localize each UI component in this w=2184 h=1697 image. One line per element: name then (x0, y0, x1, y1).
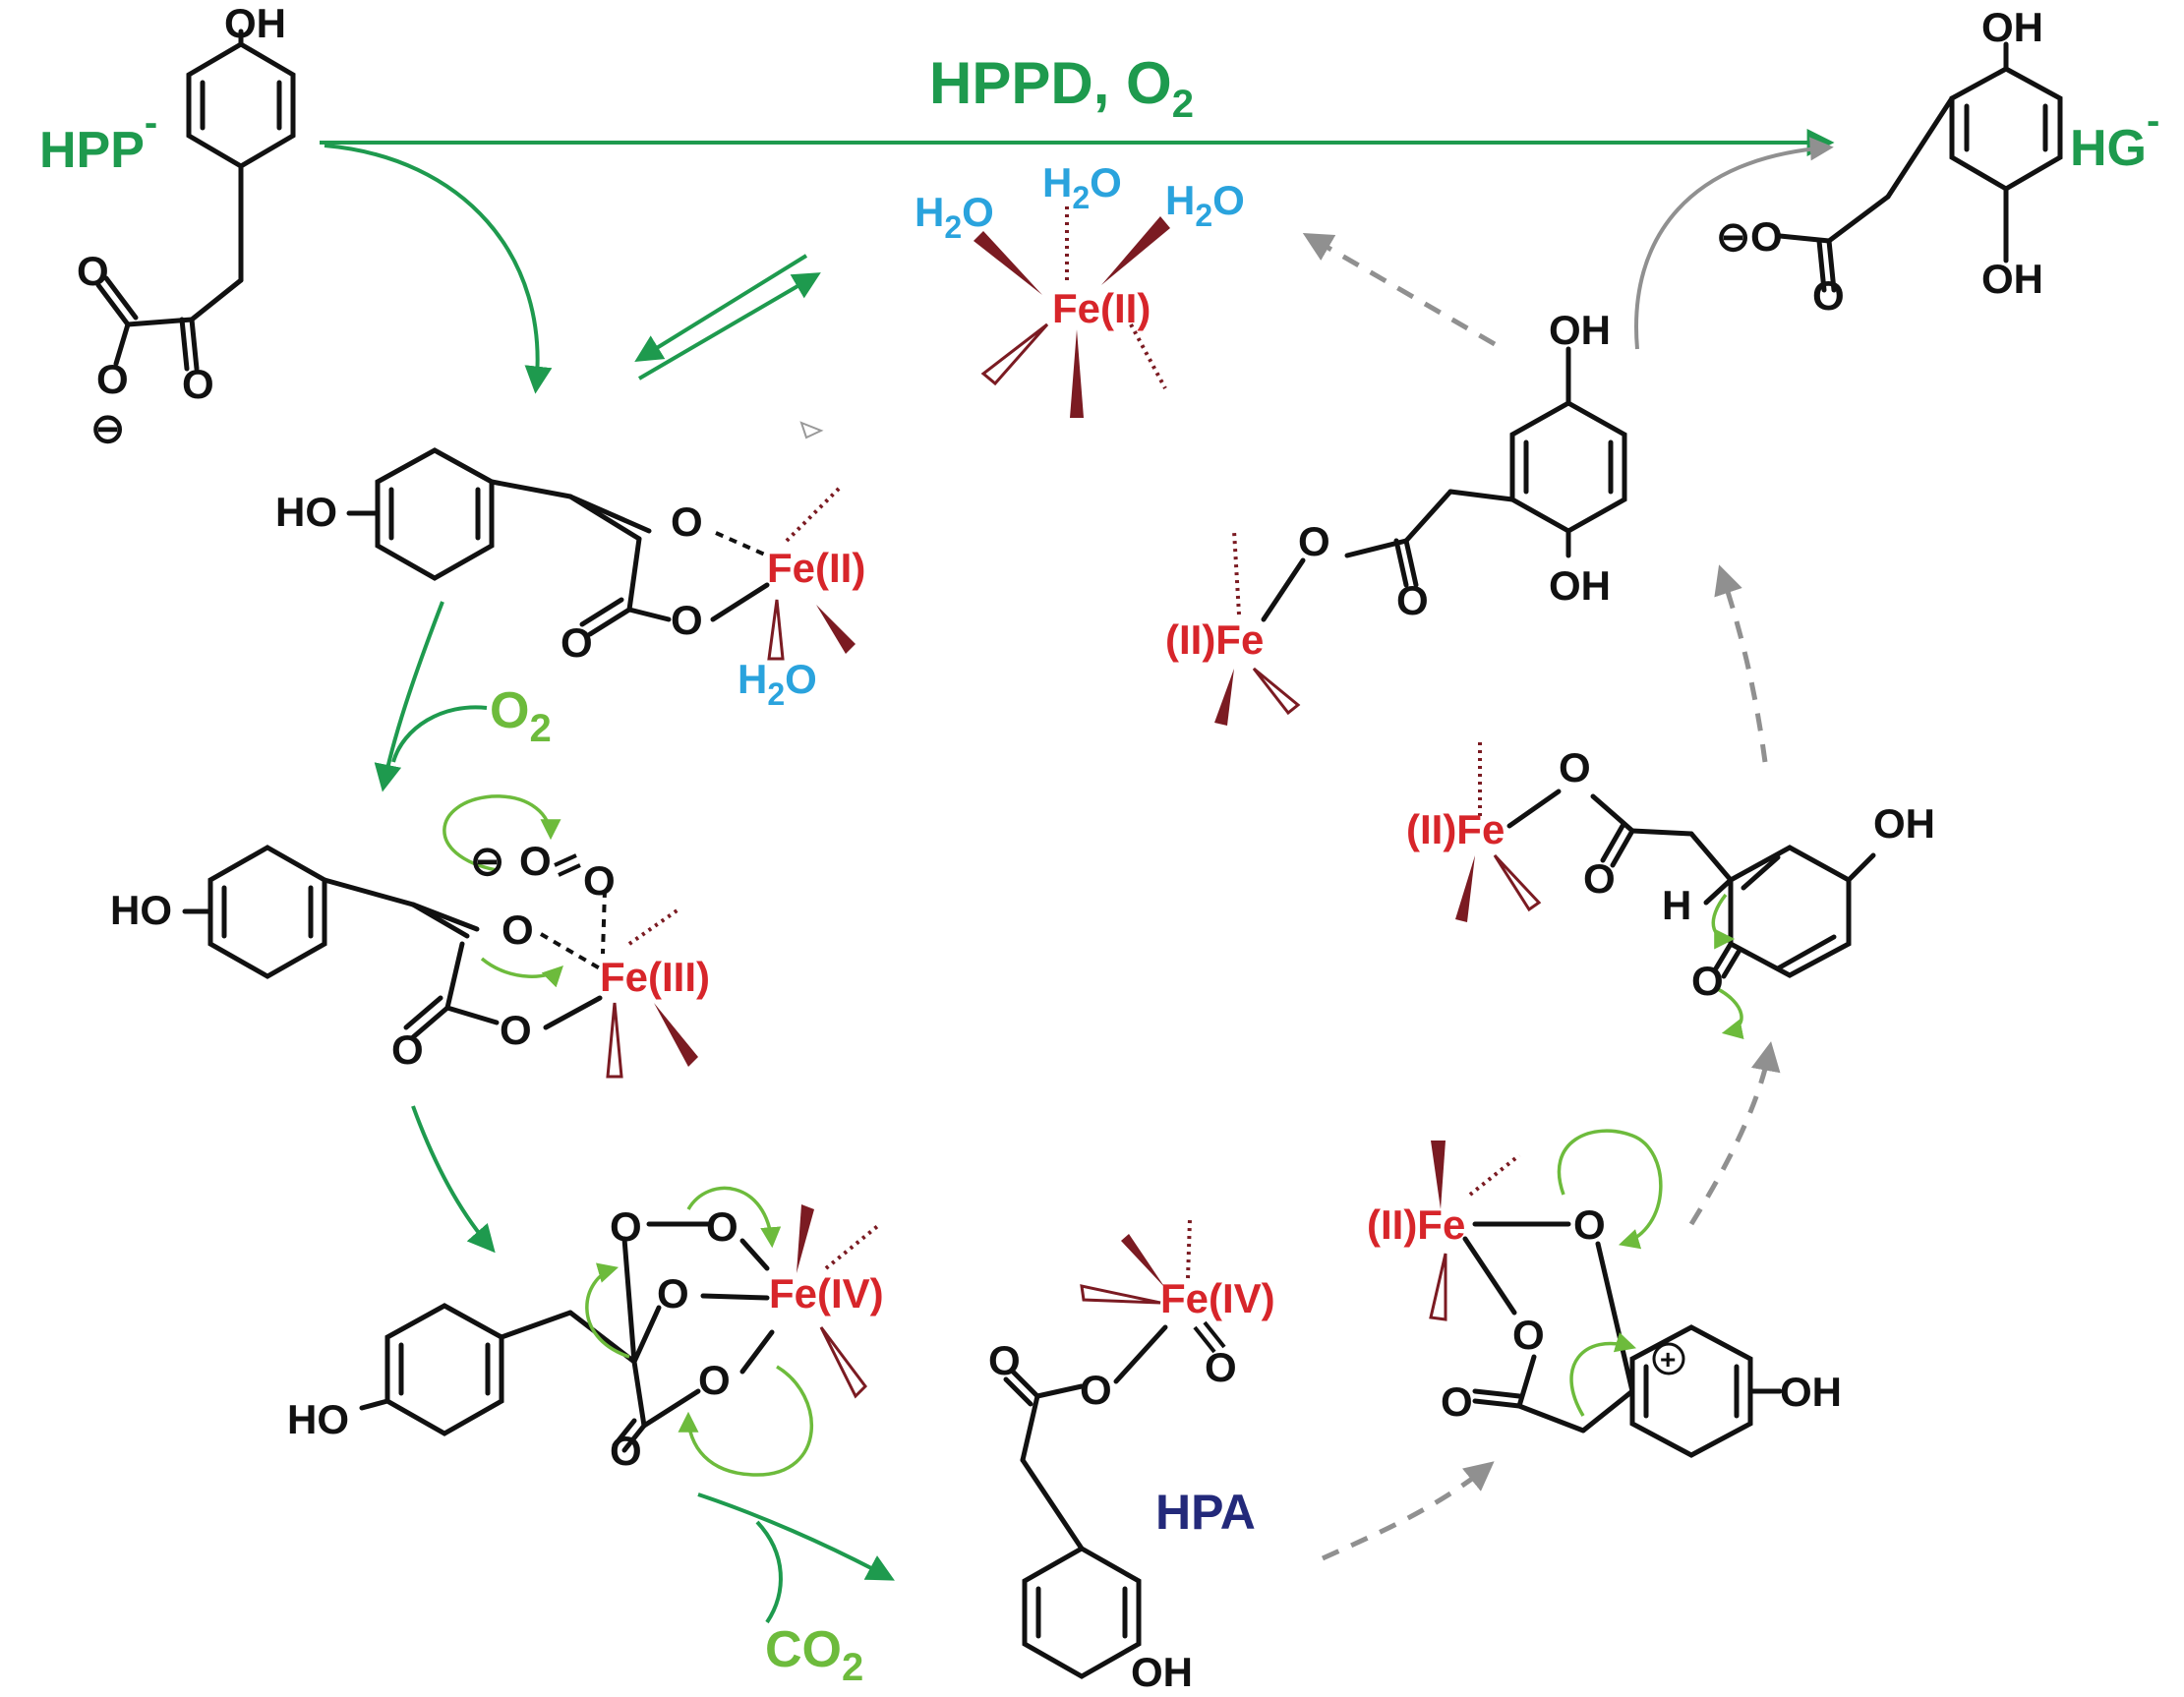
superoxo-electron-arrow (443, 794, 561, 872)
arenium-cation-circle (1652, 1342, 1685, 1375)
hpp-carboxylate-o: O (96, 356, 129, 402)
hg-product (1777, 41, 2063, 293)
dienone-carbonyl-o: O (1583, 855, 1616, 902)
water-ligand-1: H2O (915, 189, 994, 245)
peroxo-carboxyl-o: O (698, 1357, 731, 1403)
hpp-label: HPP- (39, 101, 157, 179)
fe3-carboxyl-o: O (500, 1007, 532, 1053)
dienone-electron-arrow-1 (1711, 893, 1736, 950)
arenium-carbonyl-o: O (1441, 1378, 1473, 1425)
peroxo-hydroxyl: HO (287, 1396, 349, 1442)
hg-carboxylate-charge: ⊖ (1716, 213, 1750, 260)
nih-shift-arrow (1688, 1041, 1781, 1226)
complex-water: H2O (738, 656, 817, 712)
peroxo-fe4-label: Fe(IV) (769, 1270, 884, 1317)
peroxo-formation-arrow (411, 1105, 496, 1254)
hpa-carbonyl-o: O (988, 1337, 1021, 1383)
hg-carboxylate-o: O (1750, 213, 1783, 260)
hg-carbonyl-o: O (1812, 272, 1845, 319)
dienone-fe-label: (II)Fe (1406, 806, 1505, 852)
hg-complex-fe-label: (II)Fe (1165, 616, 1264, 663)
complex-carbonyl-o: O (561, 619, 593, 666)
hg-hydroxyl-bottom: OH (1981, 256, 2043, 302)
complex-keto-o: O (671, 498, 703, 545)
hpa-fe4-label: Fe(IV) (1160, 1275, 1275, 1321)
hg-complex-hydroxyl-bottom: OH (1549, 562, 1611, 609)
o2-label: O2 (490, 682, 552, 750)
fe3-keto-o: O (502, 907, 534, 953)
decarboxylation-arrow (678, 1365, 814, 1477)
binding-arrow (324, 144, 553, 394)
fe3-superoxo-complex (182, 845, 698, 1079)
complex-fe-label: Fe(II) (767, 545, 865, 591)
arenium-o-top: O (1573, 1201, 1606, 1248)
fe3-hydroxyl: HO (110, 887, 172, 933)
superoxo-o1: O (519, 838, 552, 884)
hg-complex-hydroxyl-top: OH (1549, 307, 1611, 353)
peroxo-ring-o: O (657, 1270, 689, 1317)
hpa-label: HPA (1155, 1485, 1256, 1540)
fe-hg-complex (1214, 346, 1627, 726)
hg-complex-carboxyl-o: O (1298, 518, 1330, 564)
water-ligand-2: H2O (1042, 159, 1122, 215)
hpp-substrate (95, 29, 296, 372)
fe-substrate-complex (346, 447, 856, 661)
resting-fe-label: Fe(II) (1052, 285, 1151, 331)
stray-mark (799, 421, 824, 439)
arenium-hydroxyl: OH (1780, 1369, 1842, 1415)
complex-carboxyl-o: O (671, 597, 703, 643)
dienone-hydroxyl: OH (1873, 800, 1935, 847)
o2-binding-arrow (374, 601, 444, 792)
dienone-intermediate (1455, 737, 1876, 979)
hpa-hydroxyl: OH (1131, 1649, 1193, 1695)
hydroxylation-arrow (1321, 1461, 1495, 1561)
dienone-keto-o: O (1691, 958, 1724, 1004)
superoxo-charge: ⊖ (470, 838, 504, 884)
hg-complex-carbonyl-o: O (1396, 577, 1429, 623)
arenium-electron-arrow-bottom (1569, 1332, 1637, 1417)
co2-branch (755, 1520, 783, 1624)
hpa-ferryl-intermediate (1003, 1218, 1226, 1679)
peroxo-carbonyl-o: O (610, 1428, 642, 1474)
dienone-h: H (1662, 882, 1691, 928)
hpp-keto-o: O (182, 361, 214, 407)
fe3-carbonyl-o: O (391, 1026, 424, 1073)
arenium-o-mid: O (1512, 1312, 1545, 1358)
co2-label: CO2 (765, 1621, 863, 1689)
arenium-fe-label: (II)Fe (1367, 1201, 1465, 1248)
o2-entry-curve (391, 705, 488, 763)
keto-electron-arrow (480, 957, 563, 988)
complex-hydroxyl: HO (275, 489, 337, 535)
hpp-carboxyl-o: O (77, 248, 109, 294)
reaction-conditions: HPPD, O2 (929, 50, 1194, 126)
resting-fe-center (974, 206, 1170, 418)
hg-hydroxyl-top: OH (1981, 4, 2043, 50)
dienone-electron-arrow-2 (1715, 986, 1744, 1039)
oo-cleavage-arrow (686, 1186, 782, 1249)
hpp-negative-charge: ⊖ (90, 405, 125, 451)
superoxo-o2: O (583, 857, 616, 904)
arenium-cation-charge: + (1660, 1344, 1676, 1375)
ferryl-oxo: O (1205, 1344, 1237, 1390)
peroxo-o2: O (706, 1203, 738, 1250)
co2-release-arrow (697, 1492, 895, 1581)
dienone-o: O (1559, 744, 1591, 790)
fe3-label: Fe(III) (600, 954, 710, 1000)
arenium-intermediate (1429, 1141, 1783, 1458)
product-release-arrow (1634, 137, 1834, 350)
fe-release-arrow (1302, 232, 1497, 347)
tautomerization-arrow (1714, 564, 1768, 763)
hpp-hydroxyl: OH (224, 0, 286, 46)
hg-label: HG- (2070, 99, 2159, 177)
equilibrium-arrows (634, 254, 821, 380)
hpa-carboxyl-o: O (1080, 1367, 1112, 1413)
peroxo-o1: O (610, 1203, 642, 1250)
water-ligand-3: H2O (1165, 177, 1245, 233)
arenium-electron-arrow-top (1557, 1129, 1663, 1250)
cc-attack-arrow (585, 1262, 630, 1359)
